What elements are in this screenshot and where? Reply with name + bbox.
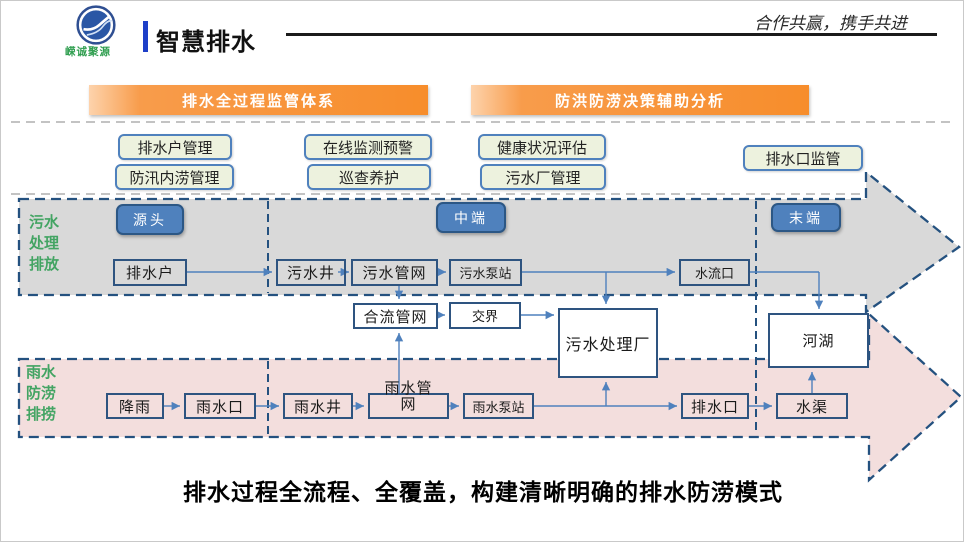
node-discharge-outlet: 排水口 <box>681 393 749 419</box>
lane-label-sewage: 污水 处理 排放 <box>29 214 60 273</box>
node-drainage-user: 排水户 <box>113 259 187 286</box>
header-slogan: 合作共赢，携手共进 <box>754 14 907 33</box>
node-rain-well: 雨水井 <box>283 393 353 419</box>
node-water-channel: 水渠 <box>776 393 848 419</box>
node-sewage-treatment-plant: 污水处理厂 <box>558 308 658 378</box>
banner-flood-decision: 防洪防涝决策辅助分析 <box>471 85 809 115</box>
page-title: 智慧排水 <box>156 29 256 56</box>
company-logo <box>61 5 131 61</box>
stage-middle: 中端 <box>436 202 506 233</box>
function-sewage-plant-mgmt: 污水厂管理 <box>480 164 606 190</box>
flow-connectors <box>164 267 824 411</box>
logo-text: 嵘诚聚源 <box>65 46 111 58</box>
stage-source: 源头 <box>116 204 184 235</box>
slide-caption: 排水过程全流程、全覆盖，构建清晰明确的排水防涝模式 <box>183 479 783 505</box>
node-sewage-pipe-network: 污水管网 <box>351 259 438 286</box>
function-drainage-user-mgmt: 排水户管理 <box>118 134 232 160</box>
node-sewage-well: 污水井 <box>276 259 346 286</box>
function-online-monitor-warning: 在线监测预警 <box>304 134 432 160</box>
node-rain-inlet: 雨水口 <box>184 393 256 419</box>
function-health-evaluation: 健康状况评估 <box>478 134 606 160</box>
stage-end: 末端 <box>771 203 841 232</box>
node-combined-pipe-network: 合流管网 <box>353 303 438 329</box>
node-sewage-pump-station: 污水泵站 <box>449 259 522 286</box>
node-rain-pipe-network: 雨水管 网 <box>368 381 449 419</box>
title-accent-bar <box>143 21 148 52</box>
logo-emblem-icon <box>76 5 116 45</box>
function-outlet-supervision: 排水口监管 <box>743 145 863 171</box>
node-river-lake: 河湖 <box>768 313 869 368</box>
node-junction: 交界 <box>449 302 521 329</box>
node-rain-pump-station: 雨水泵站 <box>463 393 534 419</box>
node-water-outlet: 水流口 <box>679 259 750 286</box>
function-flood-waterlog-mgmt: 防汛内涝管理 <box>115 164 234 190</box>
node-rain-pipe-network-label: 雨水管 网 <box>384 380 433 413</box>
header-rule <box>286 33 937 36</box>
function-inspection-maintenance: 巡查养护 <box>307 164 431 190</box>
sewage-lane-band <box>17 169 961 315</box>
lane-label-rain: 雨水 防涝 排捞 <box>26 364 57 423</box>
node-rainfall: 降雨 <box>106 393 164 419</box>
banner-supervision-system: 排水全过程监管体系 <box>89 85 428 115</box>
